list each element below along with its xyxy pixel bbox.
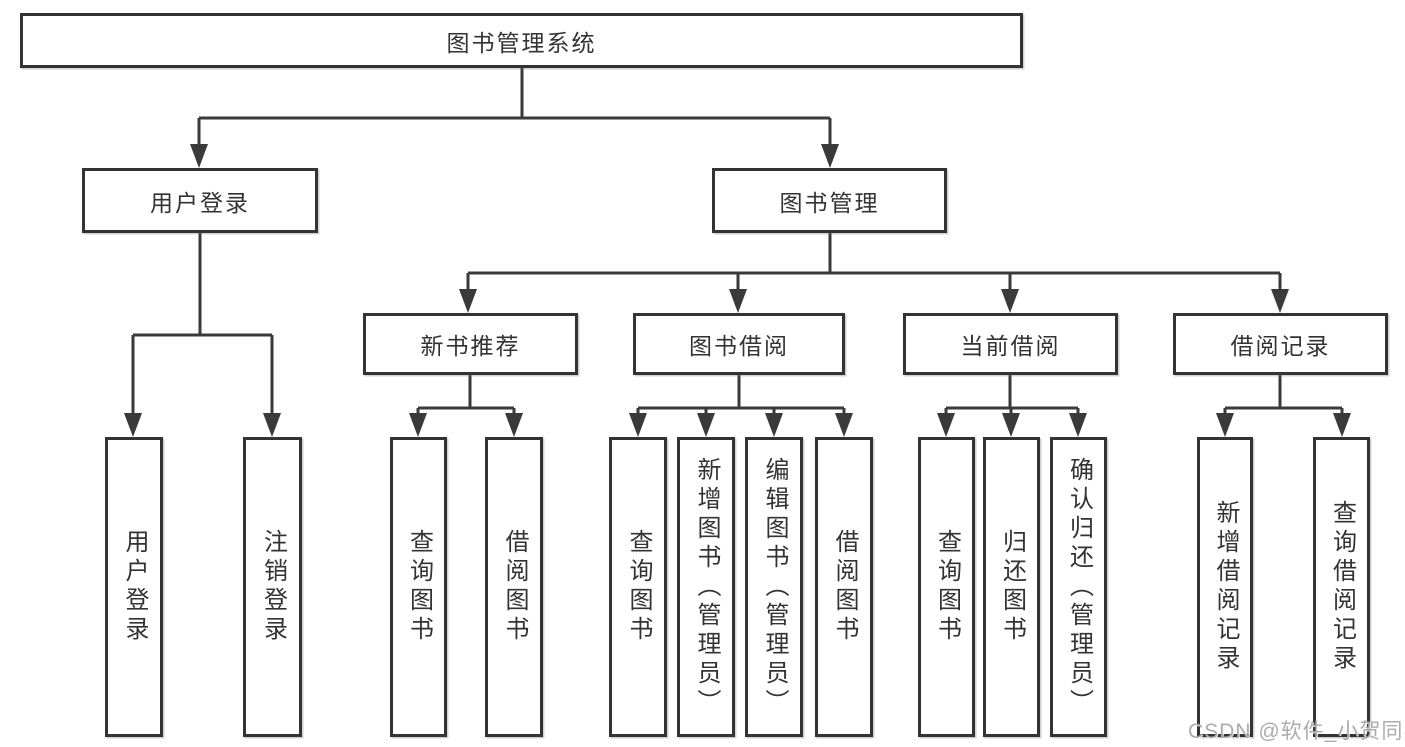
node-current-borrowing-label: 当前借阅 [960, 333, 1061, 359]
node-user-login: 用户登录 [82, 168, 318, 233]
connector-arrowheads [124, 144, 1351, 437]
leaf-add-books-admin: 新增图书（管理员） [677, 437, 735, 737]
node-current-borrowing: 当前借阅 [903, 313, 1118, 375]
csdn-watermark: CSDN @软件_小贺同学 [1188, 720, 1405, 743]
node-book-management-label: 图书管理 [779, 189, 880, 216]
node-book-management: 图书管理 [712, 168, 947, 233]
node-borrow-records: 借阅记录 [1173, 313, 1388, 375]
leaf-confirm-return-admin: 确认归还（管理员） [1050, 437, 1107, 737]
leaf-edit-books-admin-label: 编辑图书（管理员） [761, 456, 788, 718]
leaf-borrow-books-label: 借阅图书 [831, 529, 858, 645]
leaf-query-books-current-label: 查询图书 [933, 529, 961, 645]
leaf-borrow-books: 借阅图书 [815, 437, 873, 737]
leaf-query-books-recommend-label: 查询图书 [405, 529, 433, 645]
node-root-label: 图书管理系统 [446, 29, 597, 56]
leaf-query-books-borrow: 查询图书 [609, 437, 667, 737]
leaf-logout: 注销登录 [243, 437, 302, 737]
leaf-add-borrow-record: 新增借阅记录 [1197, 437, 1253, 737]
node-borrow-records-label: 借阅记录 [1230, 333, 1331, 359]
leaf-logout-label: 注销登录 [259, 529, 287, 645]
leaf-add-borrow-record-label: 新增借阅记录 [1212, 500, 1239, 674]
leaf-query-borrow-record: 查询借阅记录 [1313, 437, 1370, 737]
connector-stems [131, 68, 1344, 415]
leaf-user-login: 用户登录 [105, 437, 163, 737]
node-book-borrowing: 图书借阅 [633, 313, 845, 375]
leaf-borrow-books-recommend: 借阅图书 [485, 437, 543, 737]
leaf-return-books: 归还图书 [983, 437, 1040, 737]
node-new-book-recommend: 新书推荐 [363, 313, 578, 375]
node-book-borrowing-label: 图书借阅 [689, 333, 789, 359]
leaf-query-books-recommend: 查询图书 [390, 437, 447, 737]
leaf-add-books-admin-label: 新增图书（管理员） [693, 456, 720, 718]
leaf-query-books-borrow-label: 查询图书 [625, 529, 652, 645]
leaf-query-borrow-record-label: 查询借阅记录 [1328, 500, 1356, 674]
leaf-return-books-label: 归还图书 [998, 529, 1026, 645]
leaf-user-login-label: 用户登录 [121, 529, 148, 645]
node-new-book-recommend-label: 新书推荐 [420, 333, 521, 359]
leaf-query-books-current: 查询图书 [918, 437, 975, 737]
node-root: 图书管理系统 [20, 13, 1023, 68]
leaf-confirm-return-admin-label: 确认归还（管理员） [1065, 456, 1093, 718]
leaf-edit-books-admin: 编辑图书（管理员） [745, 437, 803, 737]
node-user-login-label: 用户登录 [150, 189, 250, 216]
leaf-borrow-books-recommend-label: 借阅图书 [501, 529, 528, 645]
